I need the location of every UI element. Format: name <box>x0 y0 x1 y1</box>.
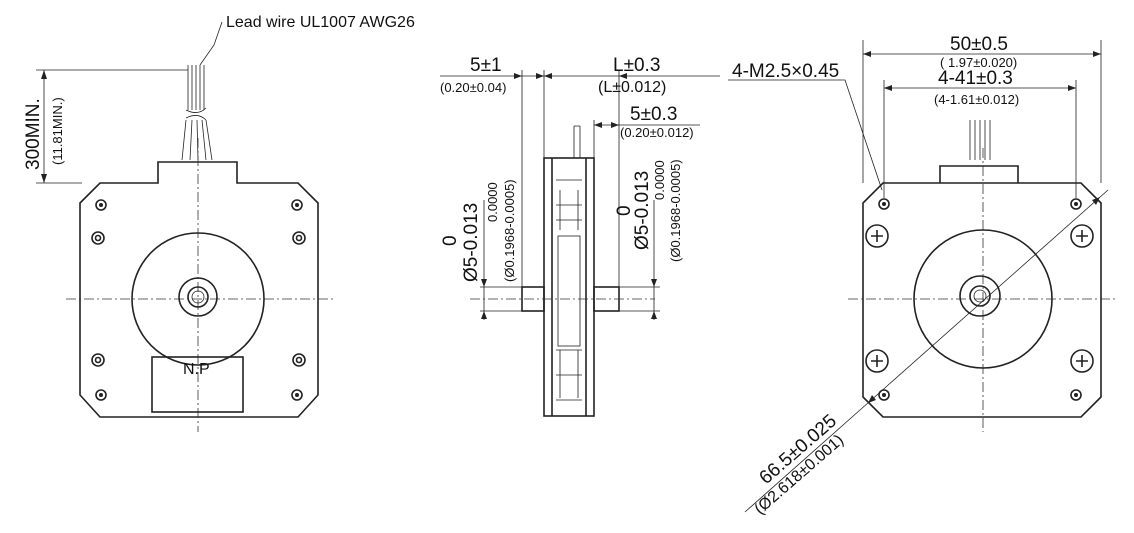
shaft-tol-upper-right: 0 <box>614 205 635 216</box>
front-screws <box>865 224 1094 373</box>
front-body-outline <box>862 182 1102 418</box>
tapped-holes <box>878 198 1082 401</box>
rotor-circle <box>131 232 265 366</box>
hole-pitch-in: (4-1.61±0.012) <box>934 92 1019 107</box>
front-view: 50±0.5 ( 1.97±0.020) 4-41±0.3 (4-1.61±0.… <box>728 34 1118 518</box>
lead-wire-label: Lead wire UL1007 AWG26 <box>226 14 415 31</box>
shaft-tol-in-upper-left: 0.0000 <box>485 182 500 222</box>
shaft-boss <box>178 277 218 317</box>
pilot-circle <box>913 229 1053 369</box>
nameplate-label: N.P <box>183 361 210 378</box>
flange-dim-in: (0.20±0.04) <box>440 80 506 95</box>
shaft-diameter-in-right: (Ø0.1968-0.0005) <box>668 159 683 262</box>
shaft-tol-in-upper-right: 0.0000 <box>652 160 667 200</box>
hole-pitch-mm: 4-41±0.3 <box>938 68 1013 89</box>
lead-wire-bundle <box>181 21 223 161</box>
shaft-tol-upper-left: 0 <box>440 235 461 246</box>
flange-dim-mm: 5±1 <box>470 55 502 76</box>
length-dim-mm: L±0.3 <box>613 55 660 76</box>
shaft-length-mm: 5±0.3 <box>630 104 677 125</box>
body-width-in: ( 1.97±0.020) <box>940 55 1017 70</box>
shaft-diameter-left: Ø5-0.013 <box>461 203 482 282</box>
shaft-length-in: (0.20±0.012) <box>620 125 694 140</box>
rear-view: Lead wire UL1007 AWG26 300MIN. (11.81MIN… <box>23 14 415 432</box>
side-view: 5±1 (0.20±0.04) L±0.3 (L±0.012) 5±0.3 (0… <box>440 55 720 417</box>
side-dimensions <box>440 70 720 320</box>
rear-body-outline <box>79 161 319 418</box>
rear-mount-holes <box>91 199 306 401</box>
lead-length-in: (11.81MIN.) <box>50 97 65 165</box>
lead-length-mm: 300MIN. <box>23 98 44 170</box>
lead-length-dimension <box>36 69 188 184</box>
length-dim-in: (L±0.012) <box>598 79 666 96</box>
shaft-diameter-right: Ø5-0.013 <box>632 171 653 250</box>
shaft-diameter-in-left: (Ø0.1968-0.0005) <box>502 179 517 282</box>
front-dimensions <box>728 40 1109 513</box>
nameplate-box <box>151 356 244 413</box>
body-width-mm: 50±0.5 <box>950 34 1008 55</box>
tap-hole-spec: 4-M2.5×0.45 <box>732 61 839 82</box>
front-shaft-boss <box>959 275 1001 317</box>
